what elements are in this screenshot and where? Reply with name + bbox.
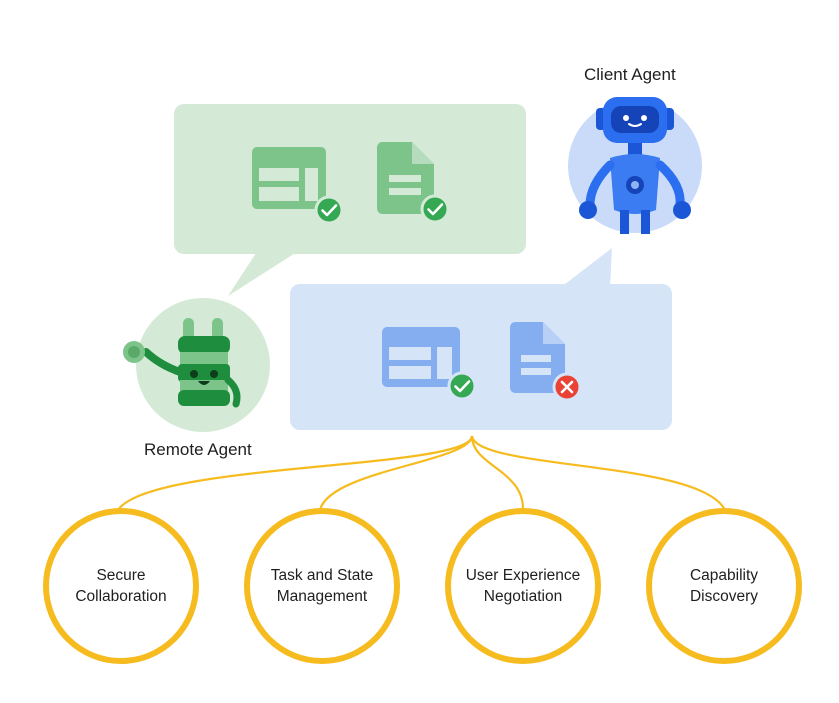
capability-label-line2: Negotiation — [483, 588, 563, 605]
capability-label-line1: User Experience — [465, 567, 581, 584]
document-icon — [377, 142, 434, 214]
check-badge-icon — [420, 194, 450, 224]
connector-lines — [117, 435, 726, 511]
robot-icon — [579, 97, 691, 234]
check-badge-icon — [314, 195, 344, 225]
plant-creature-icon — [123, 318, 241, 408]
capability-label-secure-collaboration: Secure Collaboration — [46, 565, 196, 607]
remote-speech-bubble — [174, 104, 526, 296]
capability-label-ux-negotiation: User Experience Negotiation — [448, 565, 598, 607]
capability-circles — [43, 508, 802, 664]
client-speech-bubble — [290, 248, 672, 430]
capability-label-line2: Discovery — [689, 588, 759, 605]
table-icon — [382, 327, 460, 387]
error-badge-icon — [552, 372, 582, 402]
document-icon — [510, 322, 565, 393]
remote-agent-avatar — [123, 298, 270, 432]
capability-label-task-state: Task and State Management — [247, 565, 397, 607]
check-badge-icon — [447, 371, 477, 401]
client-agent-avatar — [568, 97, 702, 234]
remote-agent-label: Remote Agent — [144, 440, 252, 459]
capability-circle-secure-collaboration — [43, 508, 199, 664]
capability-circle-ux-negotiation — [445, 508, 601, 664]
capability-circle-task-state — [244, 508, 400, 664]
client-agent-label: Client Agent — [584, 65, 676, 84]
capability-label-line1: Capability — [689, 567, 759, 584]
capability-label-line2: Collaboration — [75, 588, 167, 605]
capability-label-line1: Secure — [96, 567, 146, 584]
capability-label-line1: Task and State — [270, 567, 374, 584]
capability-label-capability-discovery: Capability Discovery — [649, 565, 799, 607]
capability-label-line2: Management — [276, 588, 368, 605]
table-icon — [252, 147, 326, 209]
capability-circle-capability-discovery — [646, 508, 802, 664]
